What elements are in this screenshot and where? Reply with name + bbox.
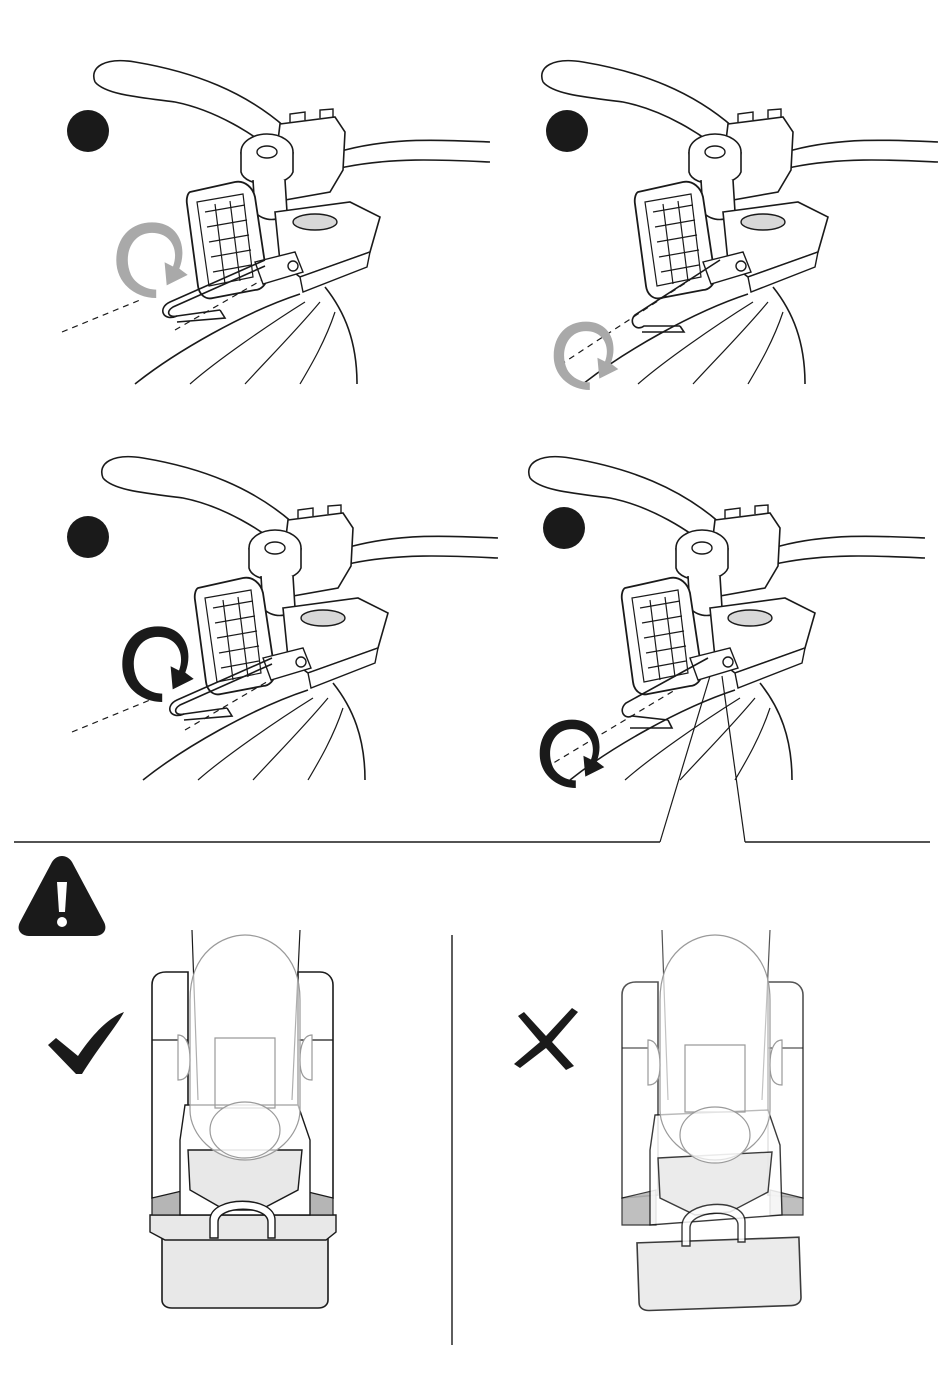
step-1-marker <box>67 110 109 152</box>
step-4-marker <box>543 507 585 549</box>
incorrect-mount-illustration <box>622 930 803 1311</box>
step-3-marker <box>67 516 109 558</box>
step-1-rotation-arrow-icon <box>116 222 187 298</box>
step-2-rotation-arrow-icon <box>554 322 619 390</box>
detail-callout-line-left <box>660 676 710 842</box>
checkmark-icon <box>48 1012 124 1074</box>
step-2-panel <box>542 61 938 390</box>
detail-callout-line-right <box>722 676 745 842</box>
step-3-bike <box>102 457 498 780</box>
step-3-rotation-arrow-icon <box>122 626 193 702</box>
step-4-panel <box>529 457 925 842</box>
warning-triangle-icon <box>19 856 106 936</box>
step-1-panel <box>62 61 490 384</box>
step-1-bike <box>94 61 490 384</box>
correct-mount-illustration <box>150 930 336 1308</box>
step-3-axis-line <box>72 700 150 732</box>
step-3-panel <box>67 457 498 780</box>
step-1-axis-line <box>62 300 140 332</box>
step-2-marker <box>546 110 588 152</box>
cross-icon <box>514 1008 578 1070</box>
